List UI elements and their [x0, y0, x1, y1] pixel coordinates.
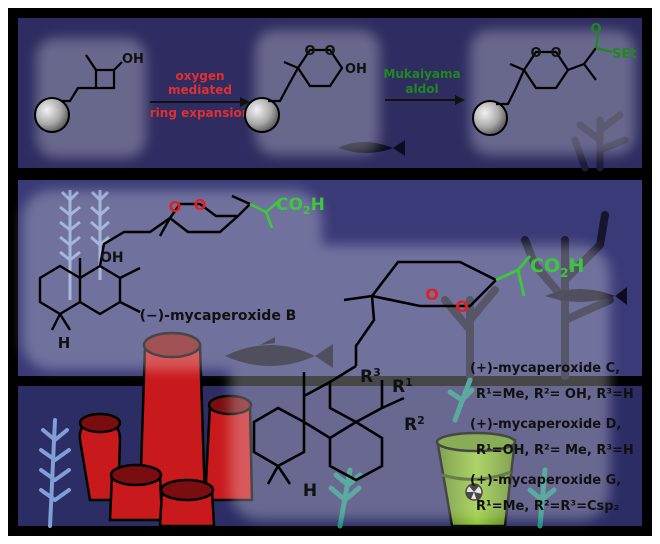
- arrow2-line-1: Mukaiyama: [383, 67, 460, 81]
- peroxide-o2-general: O: [455, 297, 469, 316]
- compound-g-detail: R¹=Me, R²=R³=Csp₂: [476, 499, 619, 514]
- set-label: SEt: [612, 47, 636, 62]
- oh-label-start: OH: [122, 52, 144, 67]
- peroxide-o2-b: O: [194, 196, 207, 214]
- starting-material: [58, 54, 123, 103]
- compound-d-detail: R¹=OH, R²= Me, R³=H: [476, 443, 634, 458]
- h-label-general: H: [303, 481, 317, 501]
- resin-bead-2: [244, 97, 280, 133]
- compound-c-name: (+)-mycaperoxide C,: [470, 361, 620, 376]
- arrow1-line-1: oxygen: [175, 69, 224, 83]
- compound-d-name: (+)-mycaperoxide D,: [470, 417, 621, 432]
- oxygen-1-end: O: [530, 46, 541, 61]
- compound-c-detail: R¹=Me, R²= OH, R³=H: [476, 387, 634, 402]
- mycaperoxide-b-name: (−)-mycaperoxide B: [140, 308, 297, 324]
- arrow1-line-2: mediated: [168, 83, 232, 97]
- thioester-product: [496, 47, 597, 106]
- peroxide-o1-general: O: [425, 285, 439, 304]
- compound-g-name: (+)-mycaperoxide G,: [470, 473, 621, 488]
- oxygen-2-end: O: [550, 46, 561, 61]
- arrow1-line-3: ring expansion: [150, 106, 251, 120]
- oh-label-mid: OH: [345, 62, 367, 77]
- co2h-b: CO2H: [276, 195, 325, 217]
- resin-bead-3: [472, 100, 508, 136]
- r1-label: R1: [392, 376, 413, 397]
- resin-bead-1: [34, 97, 70, 133]
- peroxide-o1-b: O: [169, 198, 182, 216]
- compound-list: (+)-mycaperoxide C, R¹=Me, R²= OH, R³=H …: [470, 361, 634, 514]
- oh-label-b: OH: [100, 250, 124, 266]
- dioxane-intermediate: [268, 48, 344, 103]
- blue-coral-bottom: [39, 418, 71, 528]
- r2-label: R2: [404, 414, 425, 435]
- carbonyl-oxygen: O: [590, 22, 601, 37]
- r3-label: R3: [360, 366, 381, 387]
- structure-glows: [22, 30, 635, 520]
- h-label-b: H: [58, 334, 71, 352]
- arrow2-line-2: aldol: [405, 82, 438, 96]
- oxygen-2-mid: O: [324, 44, 335, 59]
- oxygen-1-mid: O: [304, 44, 315, 59]
- co2h-general: CO2H: [530, 255, 584, 280]
